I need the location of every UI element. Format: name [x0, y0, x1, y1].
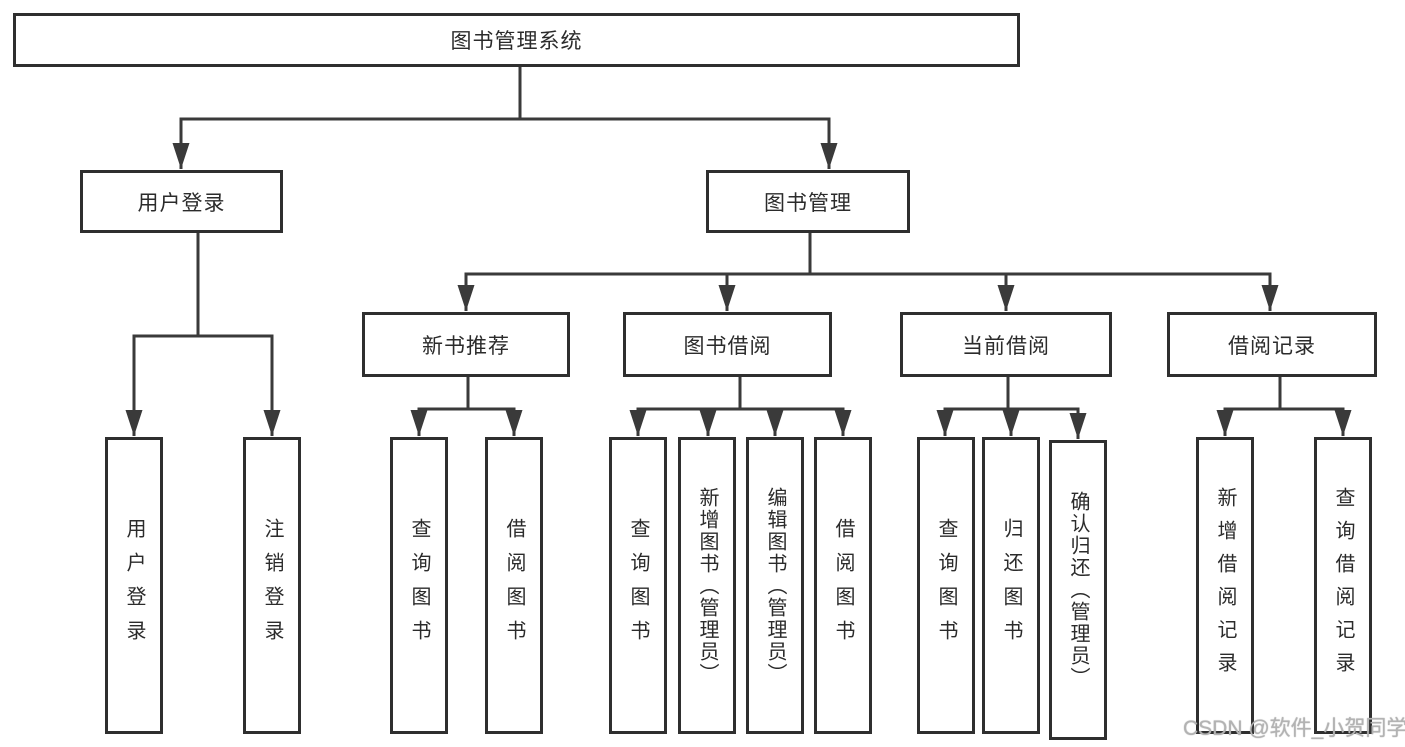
node-book-borrow: 图书借阅 — [623, 312, 832, 377]
node-leaf-query-book-recommend: 查询图书 — [390, 437, 448, 734]
node-leaf-edit-book-admin: 编辑图书（管理员） — [746, 437, 804, 734]
node-book-management: 图书管理 — [706, 170, 910, 233]
node-current-borrow: 当前借阅 — [900, 312, 1112, 377]
node-leaf-return-book: 归还图书 — [982, 437, 1040, 734]
node-leaf-confirm-return-admin: 确认归还（管理员） — [1049, 440, 1107, 740]
node-leaf-add-book-admin: 新增图书（管理员） — [678, 437, 736, 734]
node-leaf-logout: 注销登录 — [243, 437, 301, 734]
node-leaf-borrow-book-recommend: 借阅图书 — [485, 437, 543, 734]
node-leaf-query-book-borrow: 查询图书 — [609, 437, 667, 734]
node-leaf-borrow-book: 借阅图书 — [814, 437, 872, 734]
node-new-book-recommend: 新书推荐 — [362, 312, 570, 377]
node-leaf-query-book-current: 查询图书 — [917, 437, 975, 734]
node-leaf-add-borrow-record: 新增借阅记录 — [1196, 437, 1254, 734]
node-root: 图书管理系统 — [13, 13, 1020, 67]
node-user-login: 用户登录 — [80, 170, 283, 233]
csdn-watermark: CSDN @软件_小贺同学 — [1183, 717, 1405, 740]
node-leaf-user-login: 用户登录 — [105, 437, 163, 734]
node-borrow-records: 借阅记录 — [1167, 312, 1377, 377]
node-leaf-query-borrow-record: 查询借阅记录 — [1314, 437, 1372, 734]
